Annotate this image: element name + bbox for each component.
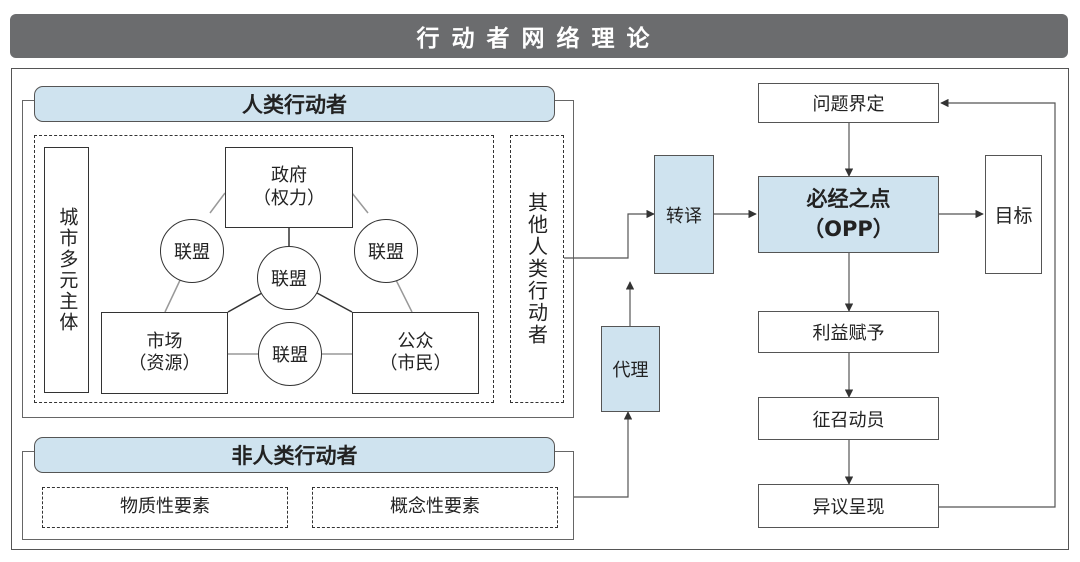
public-box: 公众 （市民） [352,312,479,394]
public-label: 公众 [397,330,434,352]
other-human-actors-label: 其他人类行动者 [524,192,549,346]
opp-abbr-label: （OPP） [803,216,894,241]
enrolment-box: 征召动员 [758,397,939,440]
market-sub-label: （资源） [128,353,201,374]
alliance-links-dark [227,228,353,313]
human-actors-header: 人类行动者 [34,86,555,122]
diagram-frame [11,68,1069,550]
agency-box: 代理 [601,326,660,412]
material-elements-box: 物质性要素 [42,487,288,528]
public-sub-label: （市民） [379,353,452,374]
conceptual-elements-box: 概念性要素 [312,487,558,528]
goal-box: 目标 [985,155,1042,274]
problematization-box: 问题界定 [758,83,939,123]
government-label: 政府 [271,165,307,186]
translation-box: 转译 [654,155,714,274]
alliance-circle-bottom: 联盟 [258,322,322,386]
opp-box: 必经之点 （OPP） [758,176,939,253]
government-box: 政府 （权力） [225,147,353,228]
alliance-circle-right: 联盟 [354,219,418,283]
opp-label: 必经之点 [806,187,891,212]
interessement-box: 利益赋予 [758,311,939,353]
other-actors-dashed-area [510,135,564,403]
dissidence-box: 异议呈现 [758,484,939,528]
process-flow-lines [564,98,1056,508]
city-multi-actors-box: 城市多元主体 [44,147,89,393]
alliance-circle-left: 联盟 [160,219,224,283]
city-actors-dashed-area [34,135,494,403]
alliance-links-grey [164,192,413,355]
market-box: 市场 （资源） [101,312,228,394]
diagram-title: 行动者网络理论 [10,14,1068,58]
government-sub-label: （权力） [253,187,325,209]
alliance-circle-center: 联盟 [257,246,321,310]
nonhuman-actors-header: 非人类行动者 [34,437,555,473]
market-label: 市场 [146,330,183,352]
